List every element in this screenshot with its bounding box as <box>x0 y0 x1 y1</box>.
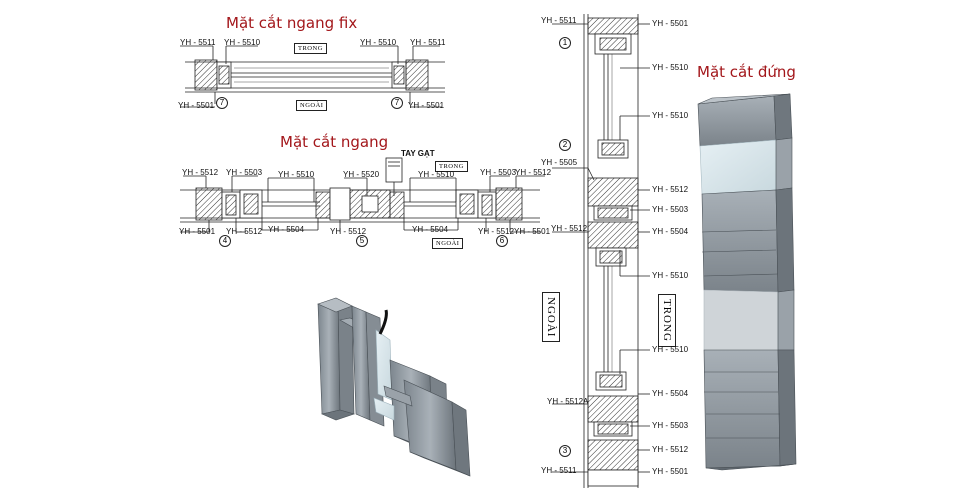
vert-label-right-8: YH - 5510 <box>652 345 689 354</box>
horiz-marker-6: 6 <box>496 235 508 247</box>
horiz-label-top-1: YH - 5512 <box>182 168 219 177</box>
horiz-label-bottom-2: YH - 5512 <box>226 227 263 236</box>
title-vertical-section: Mặt cắt đứng <box>697 63 796 81</box>
vert-label-left-3: YH - 5512 <box>551 224 588 233</box>
fix-ngoai-box: NGOÀI <box>296 100 328 111</box>
vert-label-right-5: YH - 5503 <box>652 205 689 214</box>
title-horizontal-section: Mặt cắt ngang <box>280 133 389 151</box>
vert-label-right-12: YH - 5501 <box>652 467 689 476</box>
vert-trong-box: TRONG <box>658 294 676 347</box>
horiz-label-top-2: YH - 5503 <box>226 168 263 177</box>
vert-label-right-11: YH - 5512 <box>652 445 689 454</box>
fix-marker-right: 7 <box>391 97 403 109</box>
fix-section-drawing <box>180 45 445 108</box>
vert-marker-3: 3 <box>559 445 571 457</box>
vert-label-left-2: YH - 5505 <box>541 158 578 167</box>
fix-marker-left: 7 <box>216 97 228 109</box>
horiz-label-bottom-5: YH - 5504 <box>412 225 449 234</box>
vert-label-right-9: YH - 5504 <box>652 389 689 398</box>
horiz-label-bottom-1: YH - 5501 <box>179 227 216 236</box>
fix-label-yh5501-right: YH - 5501 <box>408 101 445 110</box>
fix-label-yh5510-left: YH - 5510 <box>224 38 261 47</box>
fix-label-yh5511-right: YH - 5511 <box>410 38 446 47</box>
horiz-trong-box: TRONG <box>435 161 468 172</box>
vert-label-left-4: YH - 5512A <box>547 397 589 406</box>
vert-marker-1: 1 <box>559 37 571 49</box>
vert-ngoai-box: NGOÀI <box>542 292 560 343</box>
fix-label-yh5510-right: YH - 5510 <box>360 38 397 47</box>
horiz-marker-5: 5 <box>356 235 368 247</box>
vert-marker-2: 2 <box>559 139 571 151</box>
3d-corner-render <box>317 297 471 477</box>
3d-vertical-render <box>697 93 797 471</box>
vertical-section-drawing <box>552 14 650 488</box>
tay-gat-label: TAY GẠT <box>401 149 435 158</box>
vert-label-right-10: YH - 5503 <box>652 421 689 430</box>
vert-label-left-5: YH - 5511 <box>541 466 577 475</box>
horiz-label-top-4: YH - 5520 <box>343 170 380 179</box>
horiz-label-top-6: YH - 5503 <box>480 168 517 177</box>
fix-label-yh5501-left: YH - 5501 <box>178 101 215 110</box>
vert-label-right-7: YH - 5510 <box>652 271 689 280</box>
vert-label-right-2: YH - 5510 <box>652 63 689 72</box>
horizontal-section-drawing <box>180 157 545 233</box>
horiz-label-bottom-4: YH - 5512 <box>330 227 367 236</box>
vert-label-left-1: YH - 5511 <box>541 16 577 25</box>
vert-label-right-4: YH - 5512 <box>652 185 689 194</box>
horiz-marker-4: 4 <box>219 235 231 247</box>
horiz-label-bottom-3: YH - 5504 <box>268 225 305 234</box>
vert-label-right-6: YH - 5504 <box>652 227 689 236</box>
horiz-label-top-3: YH - 5510 <box>278 170 315 179</box>
title-fix-section: Mặt cắt ngang fix <box>226 14 358 32</box>
vert-label-right-1: YH - 5501 <box>652 19 689 28</box>
horiz-label-bottom-6: YH - 5512 <box>478 227 515 236</box>
horiz-ngoai-box: NGOÀI <box>432 238 464 249</box>
fix-trong-box: TRONG <box>294 43 327 54</box>
horiz-label-top-5: YH - 5510 <box>418 170 455 179</box>
fix-label-yh5511-left: YH - 5511 <box>180 38 216 47</box>
horiz-label-bottom-7: YH - 5501 <box>514 227 551 236</box>
horiz-label-top-7: YH - 5512 <box>515 168 552 177</box>
vert-label-right-3: YH - 5510 <box>652 111 689 120</box>
